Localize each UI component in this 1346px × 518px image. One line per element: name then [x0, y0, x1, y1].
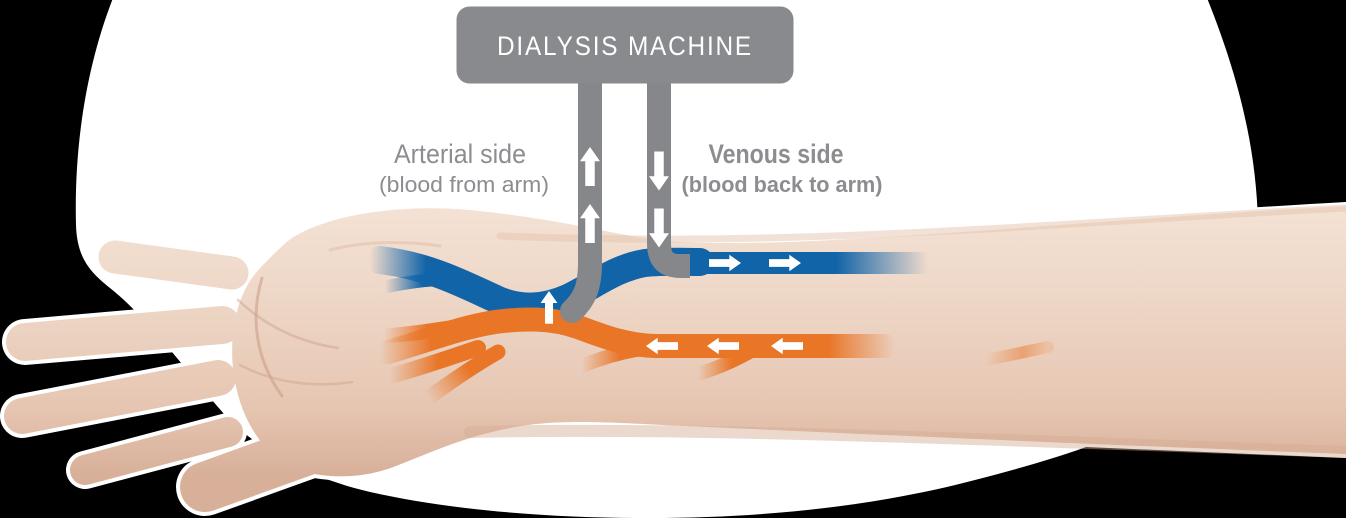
finger-ring	[4, 360, 236, 434]
artery-branch	[691, 342, 762, 381]
arterial-side-title: Arterial side	[394, 139, 526, 169]
dialysis-machine-label: DIALYSIS MACHINE	[497, 31, 753, 61]
finger-pinky	[70, 417, 243, 485]
artery-branch	[575, 341, 659, 373]
artery-branch	[382, 340, 486, 384]
finger-index	[98, 240, 249, 290]
arterial-side-subtitle: (blood from arm)	[379, 172, 549, 197]
dialysis-machine-box	[456, 6, 794, 84]
venous-side-subtitle: (blood back to arm)	[682, 172, 883, 197]
vein-branch	[378, 272, 455, 294]
venous-side-title: Venous side	[709, 139, 844, 169]
side-labels: Arterial side (blood from arm) Venous si…	[379, 139, 883, 197]
artery	[376, 307, 1054, 406]
artery-branch	[420, 344, 506, 406]
finger-middle	[6, 306, 241, 361]
artery-branch	[979, 341, 1054, 366]
skin-shading	[236, 204, 1346, 458]
artery-branch	[376, 318, 470, 344]
arterial-tube	[560, 66, 602, 323]
thumb	[180, 417, 355, 512]
